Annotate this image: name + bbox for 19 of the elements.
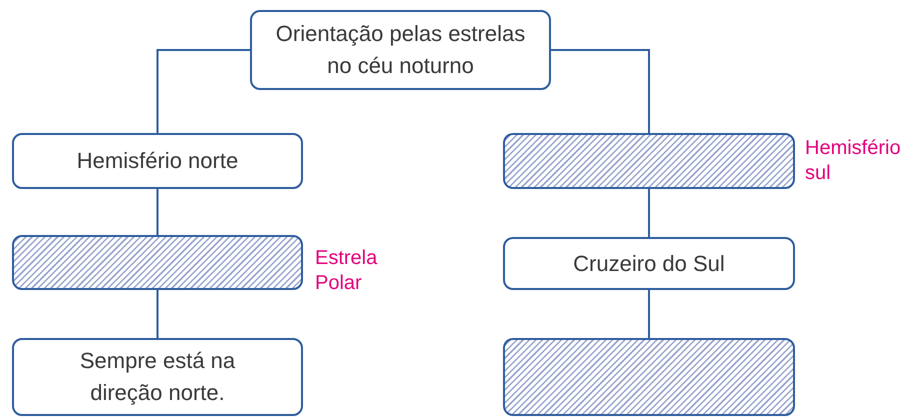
concept-box [12, 133, 303, 189]
answer-label: Estrela Polar [315, 246, 378, 296]
answer-label: Hemisfério sul [805, 136, 902, 186]
blank-answer-box [12, 235, 303, 290]
connector-line [156, 49, 250, 133]
connector-line [156, 189, 158, 235]
concept-box [12, 338, 303, 416]
node-text: Hemisfério norte [76, 147, 238, 176]
connector-line [648, 189, 650, 237]
concept-box [503, 237, 795, 290]
blank-answer-box [503, 338, 795, 416]
concept-box [250, 10, 551, 90]
blank-answer-box [503, 133, 795, 189]
node-text: Sempre está na direção norte. [78, 347, 236, 407]
connector-line [648, 290, 650, 338]
node-text: Cruzeiro do Sul [573, 250, 725, 278]
node-text: Orientação pelas estrelas no céu noturno [274, 20, 526, 80]
connector-line [551, 49, 650, 133]
connector-line [156, 290, 158, 338]
